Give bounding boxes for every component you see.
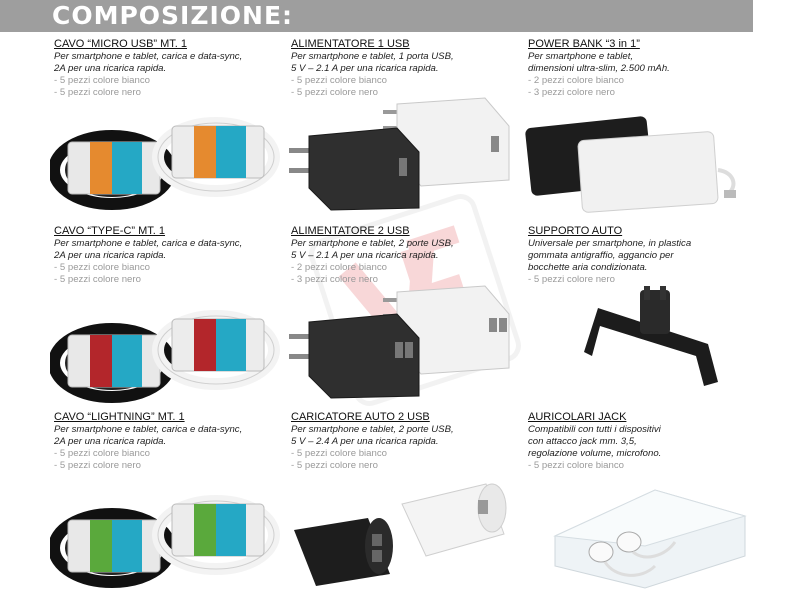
product-title: ALIMENTATORE 2 USB (291, 225, 410, 237)
product-variant: - 5 pezzi colore nero (291, 460, 378, 471)
product-desc-line: Compatibili con tutti i dispositivi (528, 424, 661, 435)
product-card-earphones: AURICOLARI JACK Compatibili con tutti i … (528, 411, 768, 472)
product-card-car-charger: CARICATORE AUTO 2 USB Per smartphone e t… (291, 411, 531, 472)
micro-usb-cable-image (50, 117, 280, 210)
product-title: ALIMENTATORE 1 USB (291, 38, 410, 50)
product-card-charger-2usb: ALIMENTATORE 2 USB Per smartphone e tabl… (291, 225, 531, 286)
product-desc-line: Per smartphone e tablet, 2 porte USB, (291, 424, 454, 435)
type-c-cable-image (50, 310, 280, 403)
product-variant: - 5 pezzi colore nero (291, 87, 378, 98)
product-card-type-c: CAVO “TYPE-C” MT. 1 Per smartphone e tab… (54, 225, 294, 286)
product-desc-line: Per smartphone e tablet, carica e data-s… (54, 424, 243, 435)
lightning-cable-image (50, 495, 280, 588)
product-variant: - 5 pezzi colore bianco (291, 75, 387, 86)
product-desc-line: 5 V – 2.1 A per una ricarica rapida. (291, 63, 439, 74)
product-desc-line: 2A per una ricarica rapida. (54, 436, 167, 447)
product-card-car-holder: SUPPORTO AUTO Universale per smartphone,… (528, 225, 768, 286)
product-desc-line: 2A per una ricarica rapida. (54, 250, 167, 261)
earphones-case-image (553, 489, 747, 589)
product-desc-line: 5 V – 2.1 A per una ricarica rapida. (291, 250, 439, 261)
product-desc-line: Per smartphone e tablet, 1 porta USB, (291, 51, 454, 62)
product-title: CAVO “TYPE-C” MT. 1 (54, 225, 166, 237)
product-card-micro-usb: CAVO “MICRO USB” MT. 1 Per smartphone e … (54, 38, 294, 99)
product-variant: - 2 pezzi colore bianco (291, 262, 387, 273)
product-desc-line: 5 V – 2.4 A per una ricarica rapida. (291, 436, 439, 447)
product-desc-line: con attacco jack mm. 3,5, (528, 436, 637, 447)
product-title: CAVO “LIGHTNING” MT. 1 (54, 411, 185, 423)
product-title: CARICATORE AUTO 2 USB (291, 411, 430, 423)
page-title: COMPOSIZIONE: (52, 1, 294, 30)
product-desc-line: Per smartphone e tablet, (528, 51, 634, 62)
product-desc-line: regolazione volume, microfono. (528, 448, 662, 459)
product-title: CAVO “MICRO USB” MT. 1 (54, 38, 188, 50)
header-bar: COMPOSIZIONE: (0, 0, 753, 32)
product-desc-line: gommata antigraffio, aggancio per (528, 250, 674, 261)
product-desc-line: 2A per una ricarica rapida. (54, 63, 167, 74)
product-variant: - 5 pezzi colore bianco (528, 460, 624, 471)
product-variant: - 3 pezzi colore nero (528, 87, 615, 98)
product-variant: - 5 pezzi colore nero (54, 87, 141, 98)
product-desc-line: Per smartphone e tablet, carica e data-s… (54, 51, 243, 62)
car-charger-image (294, 483, 507, 586)
product-title: POWER BANK “3 in 1” (528, 38, 640, 50)
product-desc-line: bocchette aria condizionata. (528, 262, 648, 273)
product-title: AURICOLARI JACK (528, 411, 627, 423)
product-variant: - 5 pezzi colore nero (54, 274, 141, 285)
product-variant: - 5 pezzi colore nero (528, 274, 615, 285)
product-card-power-bank: POWER BANK “3 in 1” Per smartphone e tab… (528, 38, 768, 99)
product-variant: - 5 pezzi colore bianco (54, 448, 150, 459)
product-variant: - 5 pezzi colore bianco (54, 75, 150, 86)
product-variant: - 5 pezzi colore nero (54, 460, 141, 471)
product-variant: - 3 pezzi colore nero (291, 274, 378, 285)
product-desc-line: Per smartphone e tablet, 2 porte USB, (291, 238, 454, 249)
product-desc-line: Universale per smartphone, in plastica (528, 238, 692, 249)
product-variant: - 5 pezzi colore bianco (291, 448, 387, 459)
product-card-lightning: CAVO “LIGHTNING” MT. 1 Per smartphone e … (54, 411, 294, 472)
power-bank-image (525, 116, 736, 213)
product-desc-line: Per smartphone e tablet, carica e data-s… (54, 238, 243, 249)
car-vent-holder-image (584, 286, 718, 386)
product-desc-line: dimensioni ultra-slim, 2.500 mAh. (528, 63, 670, 74)
product-variant: - 2 pezzi colore bianco (528, 75, 624, 86)
product-variant: - 5 pezzi colore bianco (54, 262, 150, 273)
product-card-charger-1usb: ALIMENTATORE 1 USB Per smartphone e tabl… (291, 38, 531, 99)
wall-charger-1usb-image (289, 97, 510, 211)
product-title: SUPPORTO AUTO (528, 225, 623, 237)
wall-charger-2usb-image (289, 285, 510, 399)
